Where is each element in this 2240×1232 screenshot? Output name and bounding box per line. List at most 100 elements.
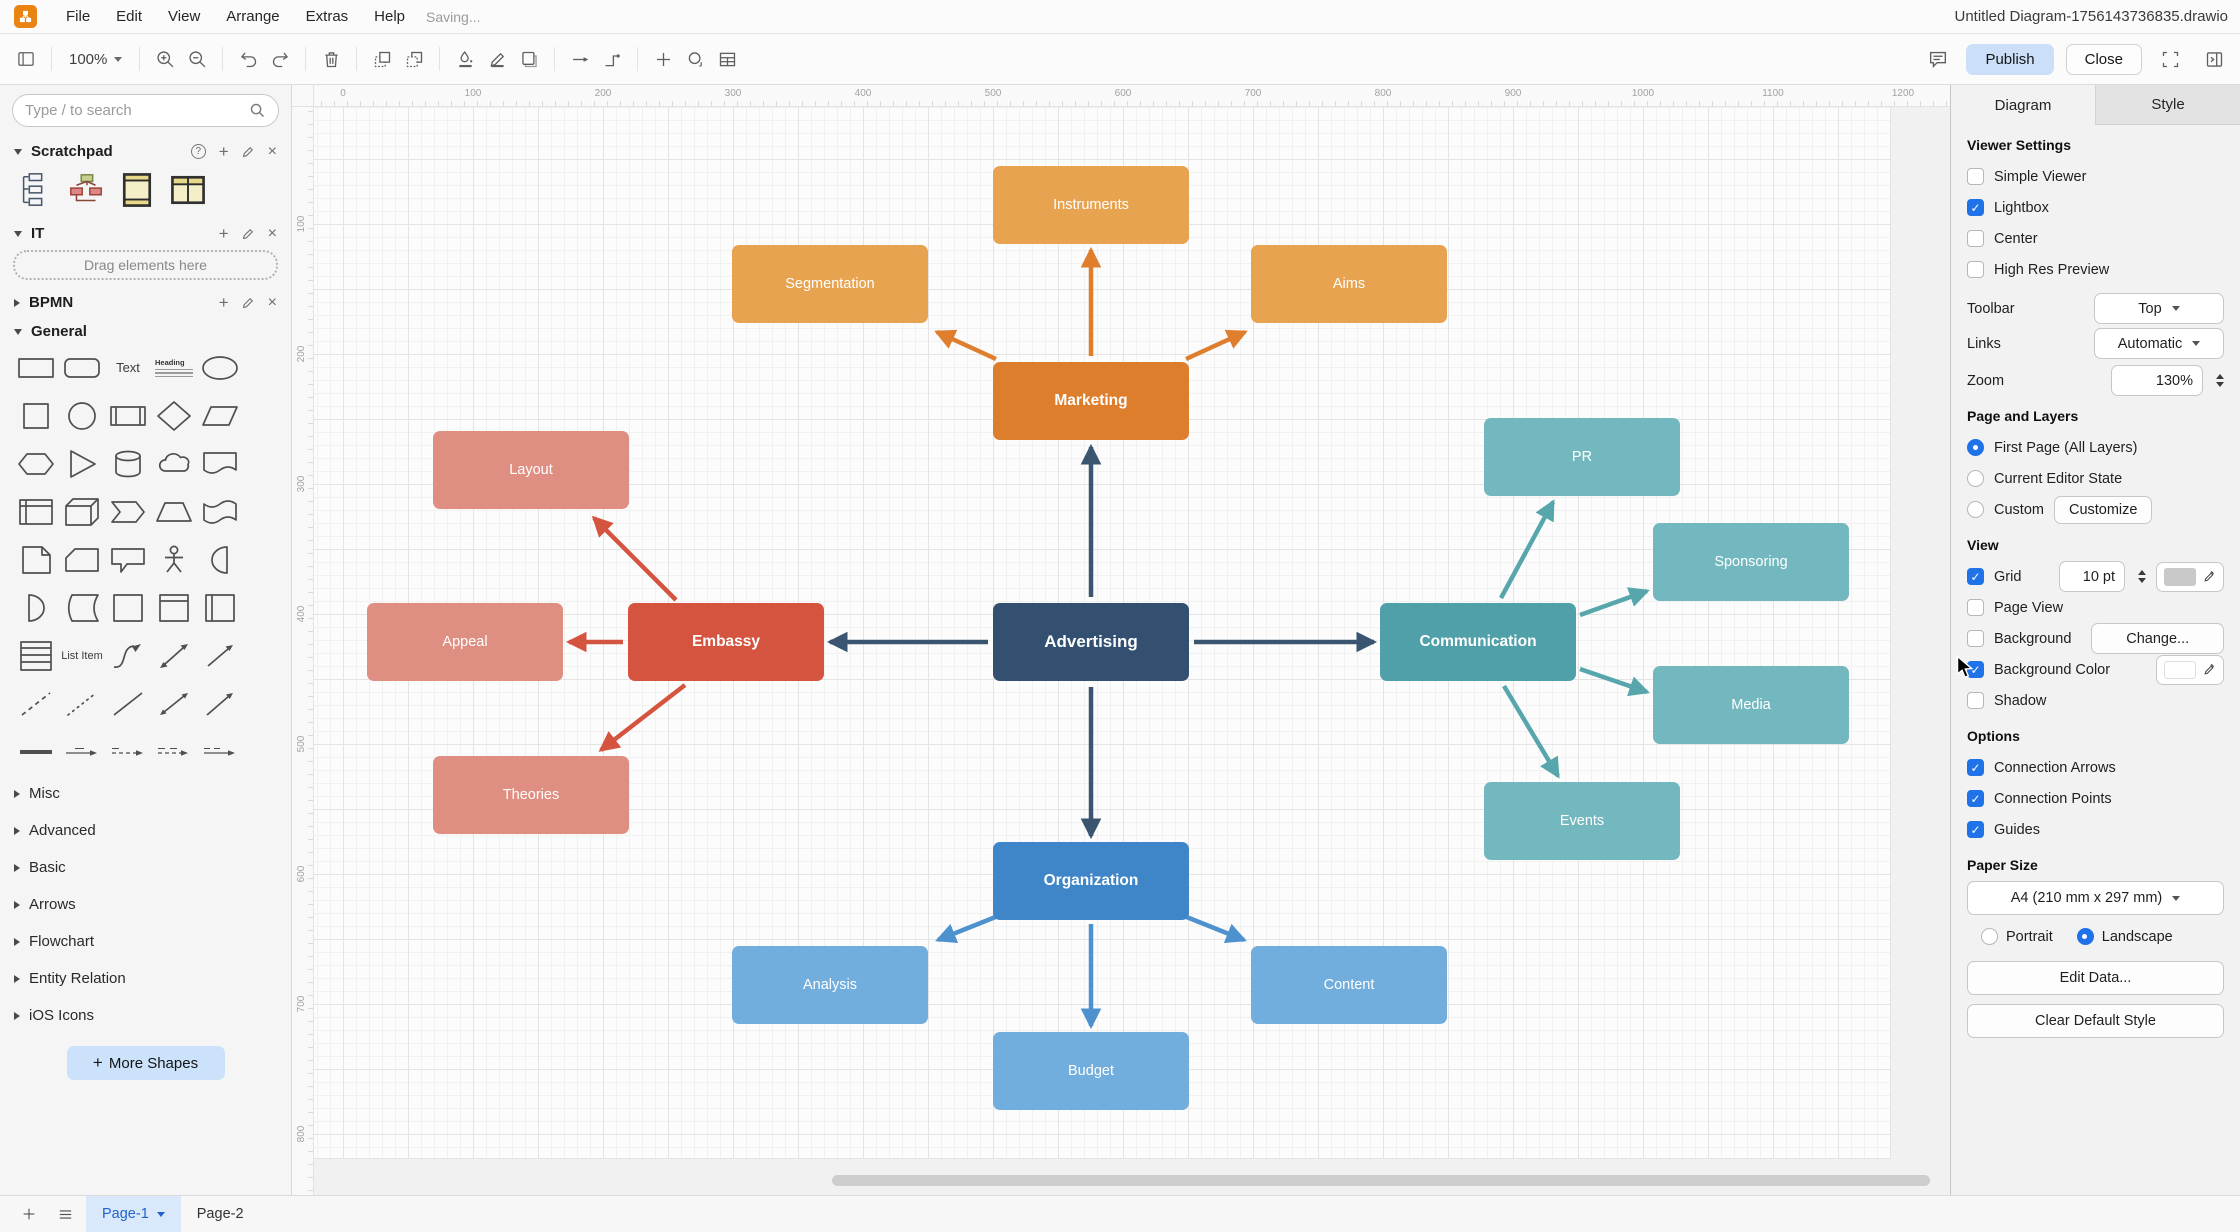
shape-heading[interactable]: Heading	[151, 348, 197, 387]
tab-style[interactable]: Style	[2095, 85, 2240, 125]
it-section-header[interactable]: IT + ×	[0, 219, 291, 248]
waypoints-icon[interactable]	[596, 43, 628, 75]
scratchpad-item-3[interactable]	[116, 169, 158, 211]
diagram-edge[interactable]	[935, 913, 999, 944]
shape-step[interactable]	[105, 492, 151, 531]
sidebar-section-flowchart[interactable]: Flowchart	[0, 923, 291, 960]
diagram-edge[interactable]	[1502, 684, 1560, 779]
change-background-button[interactable]: Change...	[2091, 623, 2224, 654]
sidebar-section-entity-relation[interactable]: Entity Relation	[0, 960, 291, 997]
edit-library-icon[interactable]	[242, 227, 255, 240]
tab-diagram[interactable]: Diagram	[1994, 96, 2052, 114]
menu-item-view[interactable]: View	[168, 8, 201, 25]
paper-size-select[interactable]: A4 (210 mm x 297 mm)	[1967, 881, 2224, 915]
format-panel-toggle-icon[interactable]	[10, 43, 42, 75]
diagram-edge[interactable]	[1185, 329, 1248, 362]
add-library-icon[interactable]: +	[218, 224, 229, 243]
guides-checkbox[interactable]	[1967, 821, 1984, 838]
shape-note[interactable]	[13, 540, 59, 579]
diagram-node-segmentation[interactable]: Segmentation	[732, 245, 928, 323]
diagram-node-aims[interactable]: Aims	[1251, 245, 1447, 323]
sidebar-section-basic[interactable]: Basic	[0, 849, 291, 886]
diagram-node-events[interactable]: Events	[1484, 782, 1680, 860]
shape-curve[interactable]	[105, 636, 151, 675]
center-checkbox[interactable]	[1967, 230, 1984, 247]
horizontal-scrollbar[interactable]	[832, 1175, 1930, 1186]
menu-item-help[interactable]: Help	[374, 8, 406, 25]
background-checkbox[interactable]	[1967, 630, 1984, 647]
diagram-node-appeal[interactable]: Appeal	[367, 603, 563, 681]
shape-diamond[interactable]	[151, 396, 197, 435]
zoom-in-icon[interactable]	[149, 43, 181, 75]
connection-arrow-icon[interactable]	[564, 43, 596, 75]
scratchpad-item-4[interactable]	[167, 169, 209, 211]
page-tab-page-1[interactable]: Page-1	[86, 1196, 181, 1232]
shape-rectangle[interactable]	[13, 348, 59, 387]
page-view-checkbox[interactable]	[1967, 599, 1984, 616]
shape-actor[interactable]	[151, 540, 197, 579]
first-page-radio[interactable]	[1967, 439, 1984, 456]
shadow-icon[interactable]	[513, 43, 545, 75]
shape-container[interactable]	[105, 588, 151, 627]
grid-size-stepper[interactable]	[2138, 570, 2146, 583]
shape-bidirectional-connector[interactable]	[151, 684, 197, 723]
to-back-icon[interactable]	[398, 43, 430, 75]
diagram-node-budget[interactable]: Budget	[993, 1032, 1189, 1110]
shape-horizontal-container[interactable]	[197, 588, 243, 627]
current-editor-state-radio[interactable]	[1967, 470, 1984, 487]
shape-or[interactable]	[197, 540, 243, 579]
shape-rounded-rectangle[interactable]	[59, 348, 105, 387]
shape-text[interactable]: Text	[105, 348, 151, 387]
customize-button[interactable]: Customize	[2053, 495, 2153, 524]
zoom-out-icon[interactable]	[181, 43, 213, 75]
shape-hexagon[interactable]	[13, 444, 59, 483]
shadow-checkbox[interactable]	[1967, 692, 1984, 709]
zoom-dropdown[interactable]: 100%	[61, 51, 130, 68]
scratchpad-section-header[interactable]: Scratchpad ? + ×	[0, 137, 291, 166]
shape-triangle[interactable]	[59, 444, 105, 483]
scratchpad-item-1[interactable]	[14, 169, 56, 211]
edit-scratchpad-icon[interactable]	[242, 145, 255, 158]
shape-square[interactable]	[13, 396, 59, 435]
shape-card[interactable]	[59, 540, 105, 579]
menu-item-extras[interactable]: Extras	[305, 8, 349, 25]
fill-color-icon[interactable]	[449, 43, 481, 75]
add-to-scratchpad-icon[interactable]: +	[218, 142, 229, 161]
portrait-radio[interactable]	[1981, 928, 1998, 945]
shape-arrow[interactable]	[197, 636, 243, 675]
add-page-button[interactable]	[14, 1201, 44, 1227]
shape-cube[interactable]	[59, 492, 105, 531]
shape-vertical-container[interactable]	[151, 588, 197, 627]
edit-library-icon[interactable]	[242, 296, 255, 309]
diagram-node-analysis[interactable]: Analysis	[732, 946, 928, 1024]
sidebar-section-misc[interactable]: Misc	[0, 775, 291, 812]
links-select[interactable]: Automatic	[2094, 328, 2224, 359]
grid-checkbox[interactable]	[1967, 568, 1984, 585]
shape-labeled-dotted-arrow[interactable]	[151, 732, 197, 771]
shape-and[interactable]	[13, 588, 59, 627]
shape-directional-connector[interactable]	[197, 684, 243, 723]
shape-dashed-line[interactable]	[13, 684, 59, 723]
insert-icon[interactable]	[647, 43, 679, 75]
shape-list-item[interactable]: List Item	[59, 636, 105, 675]
shape-cloud[interactable]	[151, 444, 197, 483]
toolbar-position-select[interactable]: Top	[2094, 293, 2224, 324]
comment-icon[interactable]	[1922, 43, 1954, 75]
insert-ellipse-icon[interactable]	[679, 43, 711, 75]
general-section-header[interactable]: General	[0, 317, 291, 346]
shape-labeled-edge[interactable]	[197, 732, 243, 771]
diagram-node-sponsoring[interactable]: Sponsoring	[1653, 523, 1849, 601]
close-scratchpad-icon[interactable]: ×	[267, 142, 277, 160]
diagram-node-layout[interactable]: Layout	[433, 431, 629, 509]
sidebar-section-arrows[interactable]: Arrows	[0, 886, 291, 923]
custom-radio[interactable]	[1967, 501, 1984, 518]
close-library-icon[interactable]: ×	[267, 293, 277, 311]
shape-trapezoid[interactable]	[151, 492, 197, 531]
menu-item-arrange[interactable]: Arrange	[226, 8, 280, 25]
format-toggle-icon[interactable]	[2198, 43, 2230, 75]
shape-process[interactable]	[105, 396, 151, 435]
add-library-icon[interactable]: +	[218, 293, 229, 312]
diagram-node-communication[interactable]: Communication	[1380, 603, 1576, 681]
diagram-edge[interactable]	[1579, 666, 1650, 697]
shape-link[interactable]	[13, 732, 59, 771]
